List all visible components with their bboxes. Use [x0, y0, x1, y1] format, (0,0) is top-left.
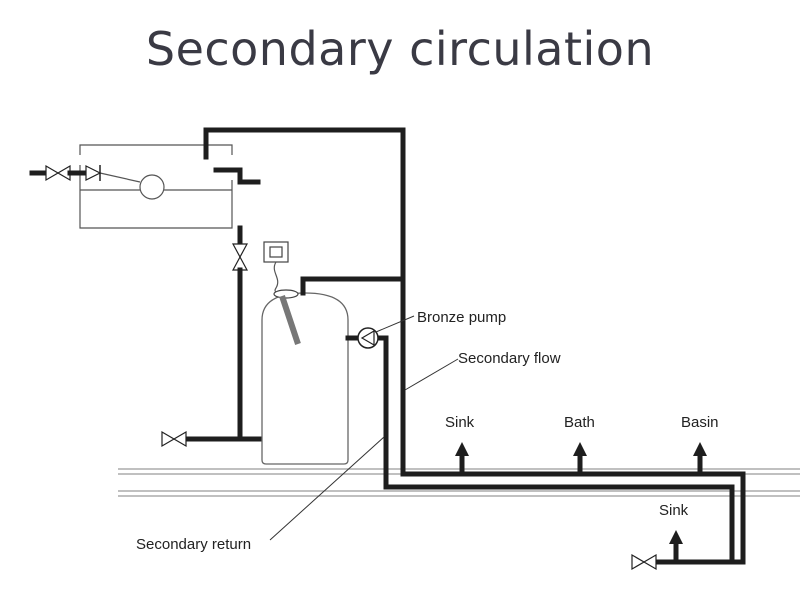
basin-label: Basin — [681, 414, 719, 431]
float-valve-icon — [85, 165, 102, 181]
secondary-return-pipe — [345, 335, 735, 565]
bath-label: Bath — [564, 414, 595, 431]
secondary-flow-leader — [404, 358, 459, 391]
drain-valve — [161, 430, 243, 448]
immersion-heater-icon — [279, 295, 301, 345]
bronze-pump-label: Bronze pump — [417, 309, 506, 326]
sink-lower-label: Sink — [659, 502, 689, 519]
gate-valve-icon — [231, 243, 249, 271]
cold-feed-cistern — [79, 144, 233, 229]
vent-pipe — [203, 127, 406, 477]
mains-inlet — [29, 164, 102, 182]
page-title: Secondary circulation — [145, 22, 655, 76]
draw-off-sink — [455, 442, 469, 477]
lower-valve-icon — [631, 553, 686, 571]
thermostat-icon — [263, 241, 289, 297]
float-arm — [99, 172, 141, 183]
bronze-pump-icon — [357, 327, 379, 349]
draw-off-sink-lower — [669, 530, 683, 565]
draw-off-bath — [573, 442, 587, 477]
secondary-return-leader — [269, 436, 385, 541]
secondary-flow-pipe — [400, 471, 746, 565]
bronze-pump-leader — [375, 315, 415, 333]
secondary-return-label: Secondary return — [136, 536, 251, 553]
secondary-flow-label: Secondary flow — [458, 350, 561, 367]
cold-feed-pipe — [231, 225, 265, 442]
draw-off-basin — [693, 442, 707, 477]
primary-flow-pipe — [300, 276, 406, 296]
sink-label: Sink — [445, 414, 475, 431]
ball-float-icon — [139, 174, 165, 200]
hot-water-cylinder — [261, 289, 349, 465]
stop-valve-icon — [45, 164, 71, 182]
